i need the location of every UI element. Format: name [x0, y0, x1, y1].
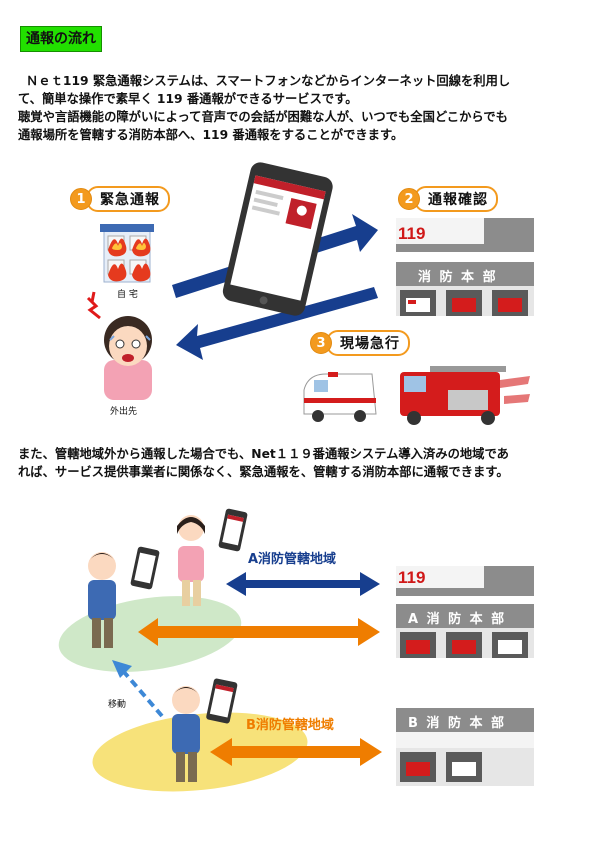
step-number: 2	[398, 188, 420, 210]
outside-label: 外出先	[110, 407, 138, 417]
ambulance-icon	[303, 372, 377, 422]
station-a-119-number: 119	[398, 568, 426, 587]
burning-house-icon	[100, 224, 154, 283]
step-label: 現場急行	[326, 330, 410, 356]
step-3-dispatch: 3 現場急行	[310, 330, 410, 356]
phone-icon	[218, 508, 248, 552]
intro-paragraph: Ｎｅｔ119 緊急通報システムは、スマートフォンなどからインターネット回線を利用…	[18, 72, 584, 144]
page-title: 通報の流れ	[20, 26, 102, 52]
station-a-name: A 消 防 本 部	[408, 612, 507, 627]
intro-line: て、簡単な操作で素早く 119 番通報ができるサービスです。	[18, 92, 358, 106]
second-line: また、管轄地域外から通報した場合でも、Net１１９番通報システム導入済みの地域で…	[18, 447, 509, 461]
move-label: 移動	[108, 700, 127, 710]
step-label: 緊急通報	[86, 186, 170, 212]
station-name: 消 防 本 部	[418, 270, 498, 285]
phone-icon	[130, 546, 160, 590]
arrow-a-orange	[138, 618, 380, 646]
arrow-to-person	[176, 287, 378, 360]
fire-station-a-icon	[396, 566, 534, 658]
fire-station-icon	[396, 218, 534, 316]
region-b-label: B消防管轄地域	[246, 718, 334, 733]
fire-truck-icon	[400, 366, 530, 425]
home-label: 自 宅	[117, 290, 138, 300]
person-woman-icon	[177, 515, 205, 606]
second-paragraph: また、管轄地域外から通報した場合でも、Net１１９番通報システム導入済みの地域で…	[18, 445, 584, 481]
person-man-icon	[88, 552, 116, 648]
intro-line: Ｎｅｔ119 緊急通報システムは、スマートフォンなどからインターネット回線を利用…	[26, 74, 511, 88]
step-1-emergency-call: 1 緊急通報	[70, 186, 170, 212]
intro-line: 聴覚や言語機能の障がいによって音声での会話が困難な人が、いつでも全国どこからでも	[18, 110, 508, 124]
step-2-confirm: 2 通報確認	[398, 186, 498, 212]
arrow-b-orange	[210, 738, 382, 766]
intro-line: 通報場所を管轄する消防本部へ、119 番通報をすることができます。	[18, 128, 404, 142]
region-a-label: A消防管轄地域	[248, 552, 337, 567]
distressed-person-icon	[86, 291, 152, 400]
step-number: 3	[310, 332, 332, 354]
fire-station-b-icon	[396, 708, 534, 786]
area-b-ellipse	[92, 712, 308, 792]
station-119-number: 119	[398, 224, 426, 243]
phone-icon	[206, 678, 238, 724]
arrow-a-blue	[226, 572, 380, 596]
step-number: 1	[70, 188, 92, 210]
move-arrow	[112, 660, 164, 718]
smartphone-icon	[222, 162, 333, 316]
second-line: れば、サービス提供事業者に関係なく、緊急通報を、管轄する消防本部に通報できます。	[18, 465, 509, 479]
station-b-name: B 消 防 本 部	[408, 716, 507, 731]
person-moved-icon	[172, 686, 200, 782]
step-label: 通報確認	[414, 186, 498, 212]
